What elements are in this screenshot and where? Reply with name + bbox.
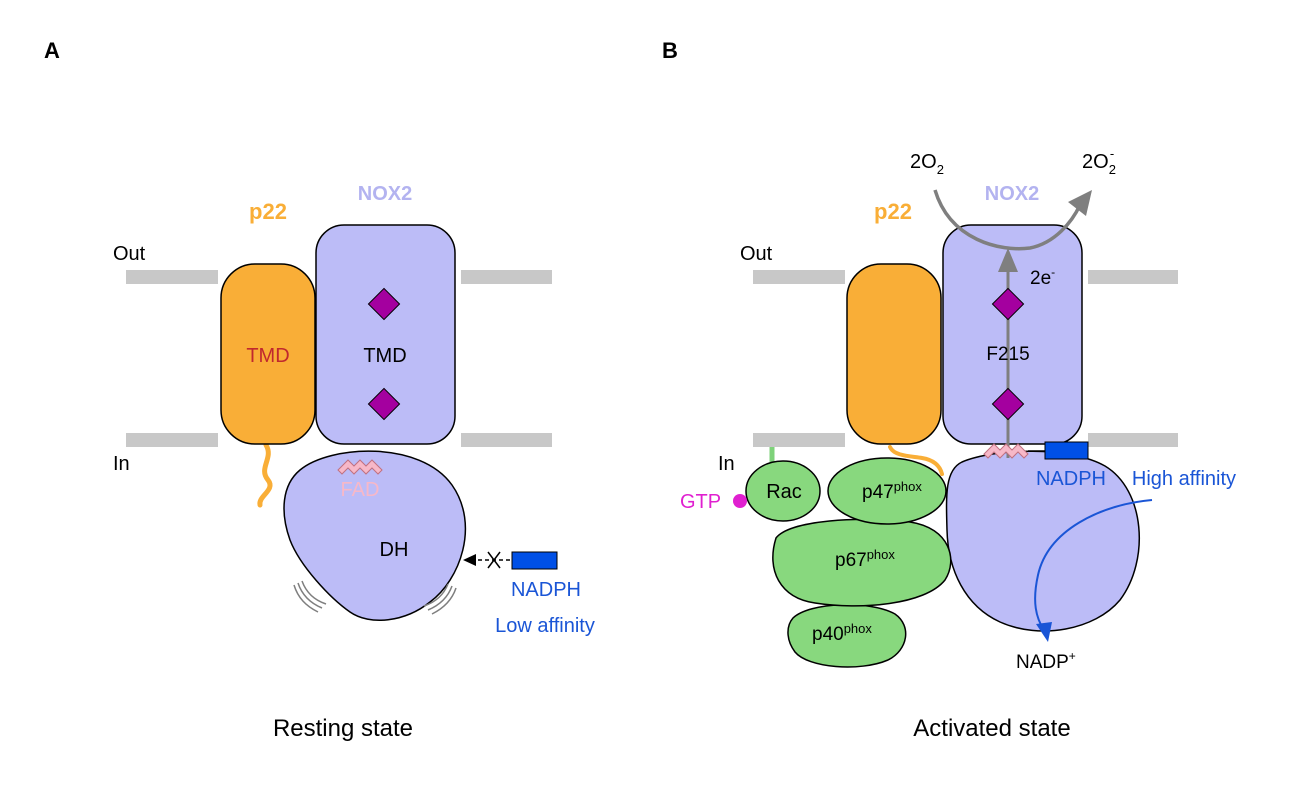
p40phox-label: p40phox xyxy=(812,621,872,645)
nadph-label: NADPH xyxy=(511,579,581,601)
p67phox-label: p67phox xyxy=(835,547,895,571)
o2-right-label: 2O2- xyxy=(1082,146,1116,177)
nadph-bound xyxy=(1044,441,1089,460)
fad-icon xyxy=(337,459,383,475)
nadp-label: NADP+ xyxy=(1016,649,1076,673)
high-affinity-label: High affinity xyxy=(1132,468,1236,490)
heme-icon-upper xyxy=(367,287,401,321)
fad-icon xyxy=(983,443,1029,459)
nadph-conversion-arrow xyxy=(1034,499,1153,631)
nox2-title: NOX2 xyxy=(985,183,1039,205)
p22-tail xyxy=(257,442,273,508)
membrane-outer-right xyxy=(461,270,552,284)
o2-arc-arrowhead xyxy=(1068,190,1092,216)
in-label: In xyxy=(113,453,130,475)
p22-tail-activated xyxy=(888,445,944,476)
membrane-inner-left xyxy=(753,433,845,447)
p67phox-shape xyxy=(772,518,952,607)
f215-label: F215 xyxy=(986,344,1029,365)
nox2-tmd-label: TMD xyxy=(363,345,406,367)
cross-icon xyxy=(487,551,501,569)
o2-left-label: 2O2 xyxy=(910,151,944,177)
out-label: Out xyxy=(113,243,146,265)
membrane-inner-left xyxy=(126,433,218,447)
panel-b: B Out In p22 NOX2 F215 xyxy=(662,38,1236,742)
electron-arrowhead xyxy=(998,248,1018,272)
membrane-inner-right xyxy=(1088,433,1178,447)
panel-b-letter: B xyxy=(662,38,678,63)
p47phox-shape xyxy=(827,457,947,525)
o2-reduction-arc xyxy=(933,189,1082,251)
electrons-label: 2e- xyxy=(1030,265,1055,289)
nox2-tmd xyxy=(942,224,1083,445)
low-affinity-label: Low affinity xyxy=(495,615,595,637)
caption-resting: Resting state xyxy=(273,715,413,742)
membrane-outer-left xyxy=(126,270,218,284)
membrane-inner-right xyxy=(461,433,552,447)
wobble-left-icon xyxy=(293,580,327,613)
nadph-block xyxy=(511,551,558,570)
p22-title: p22 xyxy=(874,199,912,224)
out-label: Out xyxy=(740,243,773,265)
membrane-outer-right xyxy=(1088,270,1178,284)
dh-domain xyxy=(283,450,467,622)
dh-label: DH xyxy=(380,539,409,561)
membrane-outer-left xyxy=(753,270,845,284)
p22-tmd-label: TMD xyxy=(246,345,289,367)
caption-activated: Activated state xyxy=(913,715,1070,742)
fad-label: FAD xyxy=(341,479,380,501)
nadph-label: NADPH xyxy=(1036,468,1106,490)
heme-icon-upper xyxy=(991,287,1025,321)
in-label: In xyxy=(718,453,735,475)
heme-icon-lower xyxy=(991,387,1025,421)
panel-a: A Out In p22 NOX2 TMD TMD FAD DH xyxy=(44,38,595,742)
gtp-label: GTP xyxy=(680,491,721,513)
nadph-conversion-arrowhead xyxy=(1036,622,1052,642)
gtp-dot xyxy=(733,494,747,508)
nox2-tmd xyxy=(315,224,456,445)
rac-label: Rac xyxy=(766,481,802,503)
heme-icon-lower xyxy=(367,387,401,421)
nox2-title: NOX2 xyxy=(358,183,412,205)
rac-shape xyxy=(745,460,821,522)
p22-tmd xyxy=(220,263,316,445)
panel-a-letter: A xyxy=(44,38,60,63)
p22-title: p22 xyxy=(249,199,287,224)
wobble-right-icon xyxy=(423,583,457,615)
blocked-arrowhead xyxy=(463,554,476,566)
p47phox-label: p47phox xyxy=(862,479,922,503)
p22-tmd xyxy=(846,263,942,445)
